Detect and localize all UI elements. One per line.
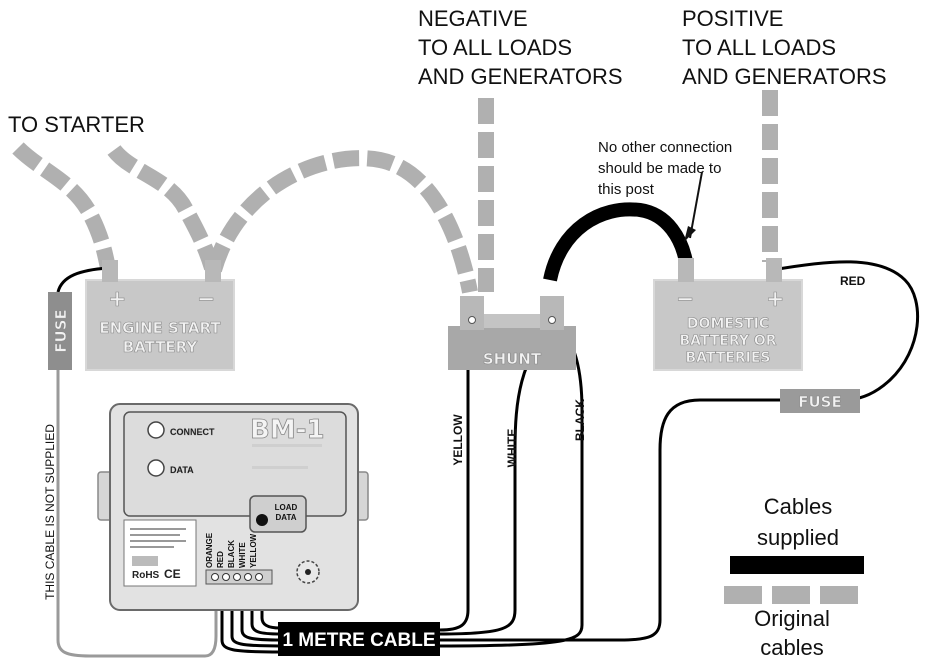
legend-original-swatch-1 — [724, 586, 762, 604]
positive-label-2: TO ALL LOADS — [682, 35, 836, 60]
yellow-wire — [439, 320, 470, 632]
terminal-white: WHITE — [238, 542, 247, 568]
terminal-red: RED — [216, 551, 225, 568]
note-line-2: should be made to — [598, 160, 721, 177]
negative-label-1: NEGATIVE — [418, 6, 528, 31]
legend-original-line-2: cables — [760, 635, 824, 660]
terminal-wire-5 — [260, 578, 281, 630]
negative-label-2: TO ALL LOADS — [418, 35, 572, 60]
red-wire-to-device — [440, 398, 786, 642]
to-starter-label: TO STARTER — [8, 112, 145, 137]
legend-supplied-line-2: supplied — [757, 525, 839, 550]
fuse-right-label: FUSE — [798, 393, 841, 411]
fuse-right: FUSE — [780, 389, 860, 413]
fuse-lead-top — [56, 266, 109, 293]
note-arrow-icon — [684, 171, 703, 242]
connect-label: CONNECT — [170, 427, 215, 437]
not-supplied-label: THIS CABLE IS NOT SUPPLIED — [43, 424, 57, 600]
connect-led-icon — [147, 421, 165, 439]
starter-cable-negative — [107, 144, 220, 271]
domestic-battery-line-1: DOMESTIC — [687, 316, 769, 332]
note-line-1: No other connection — [598, 139, 732, 156]
shunt-to-domestic-negative — [543, 202, 693, 282]
fuse-left: FUSE — [48, 292, 72, 370]
engine-battery-line-1: ENGINE START — [99, 319, 221, 337]
load-data-button-icon — [256, 514, 268, 526]
positive-label-1: POSITIVE — [682, 6, 783, 31]
shunt: SHUNT — [448, 296, 576, 370]
note-line-3: this post — [598, 181, 655, 198]
bm1-monitor: CONNECT DATA BM-1 LOAD DATA RoHS CE ORAN… — [97, 403, 369, 611]
terminal-yellow: YELLOW — [249, 533, 258, 568]
yellow-wire-label: YELLOW — [451, 414, 465, 466]
white-wire-label: WHITE — [505, 429, 519, 468]
engine-to-shunt-arch — [206, 150, 478, 294]
red-wire-label: RED — [840, 274, 866, 288]
load-data-line-1: LOAD — [275, 503, 298, 512]
rohs-mark: RoHS — [132, 570, 160, 581]
not-supplied-cable — [56, 368, 218, 658]
terminal-black: BLACK — [227, 540, 236, 568]
fuse-left-label: FUSE — [52, 309, 70, 352]
legend: Cables supplied Original cables — [724, 494, 864, 660]
legend-original-swatch-3 — [820, 586, 858, 604]
domestic-battery: − + DOMESTIC BATTERY OR BATTERIES — [653, 258, 803, 371]
negative-label-3: AND GENERATORS — [418, 64, 623, 89]
original-cables — [12, 90, 778, 294]
red-wire — [771, 260, 920, 402]
terminal-wire-4 — [250, 578, 281, 636]
bm1-title: BM-1 — [250, 415, 325, 445]
engine-battery-line-2: BATTERY — [123, 338, 199, 356]
terminal-orange: ORANGE — [205, 532, 214, 568]
one-metre-cable: 1 METRE CABLE — [278, 622, 440, 656]
domestic-battery-line-2: BATTERY OR — [679, 333, 776, 349]
legend-original-line-1: Original — [754, 606, 830, 631]
starter-cable-positive — [12, 142, 116, 270]
domestic-battery-line-3: BATTERIES — [685, 350, 770, 366]
black-wire-label: BLACK — [573, 399, 587, 441]
ce-mark: CE — [164, 567, 181, 581]
load-data-line-2: DATA — [275, 513, 296, 522]
engine-start-battery: + − ENGINE START BATTERY — [85, 260, 235, 371]
legend-supplied-line-1: Cables — [764, 494, 832, 519]
domestic-battery-plus: + — [766, 287, 784, 312]
terminal-wire-2 — [230, 578, 281, 648]
legend-original-swatch-2 — [772, 586, 810, 604]
positive-label-3: AND GENERATORS — [682, 64, 887, 89]
terminal-wire-3 — [240, 578, 281, 642]
legend-supplied-swatch — [730, 556, 864, 574]
one-metre-cable-label: 1 METRE CABLE — [282, 630, 435, 651]
data-led-icon — [147, 459, 165, 477]
data-label: DATA — [170, 465, 194, 475]
engine-battery-plus: + — [108, 287, 126, 312]
engine-battery-minus: − — [197, 287, 215, 312]
terminal-wire-1 — [220, 578, 281, 654]
domestic-battery-minus: − — [676, 287, 694, 312]
shunt-label: SHUNT — [483, 350, 542, 368]
